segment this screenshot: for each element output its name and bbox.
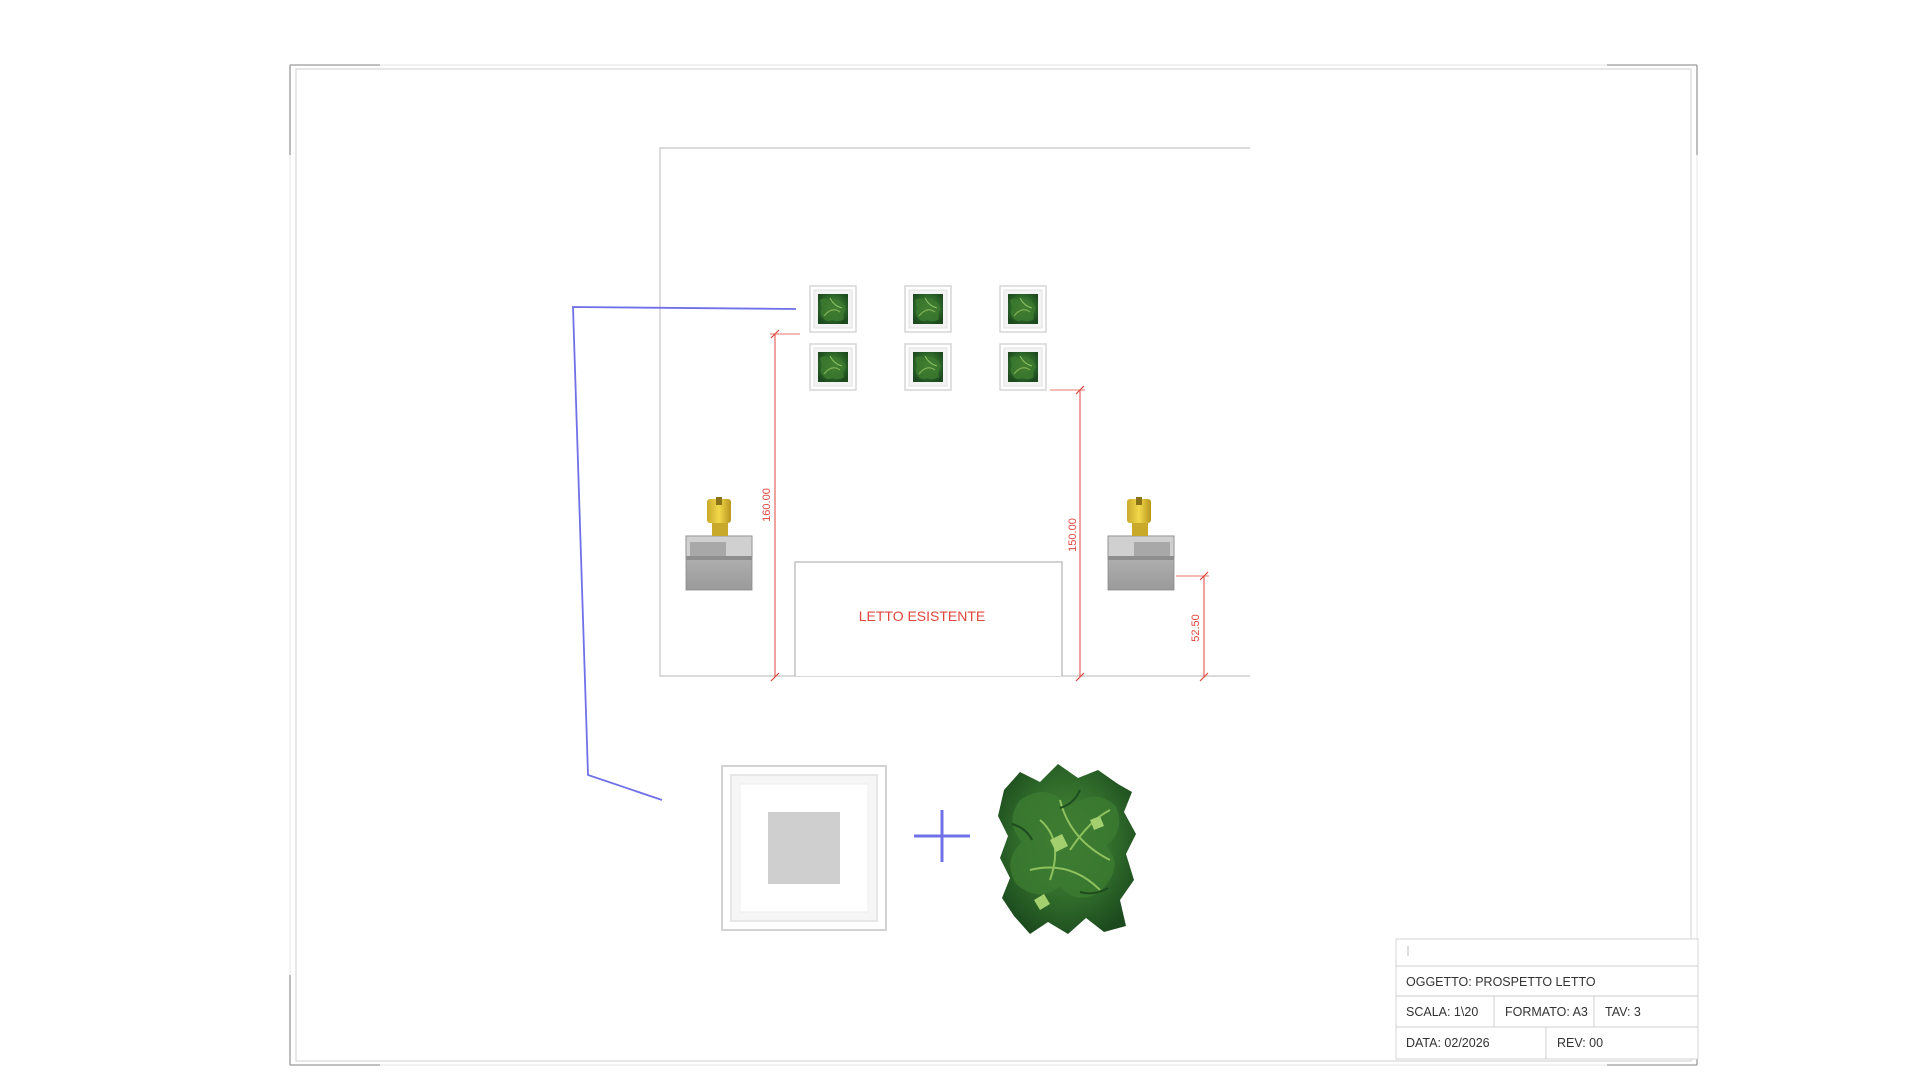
dimension-nightstand-height: 52.50 (1176, 571, 1209, 682)
wall-frame (904, 285, 952, 333)
wall-frame (809, 343, 857, 391)
dimension-wall-height: 160.00 (761, 329, 800, 682)
title-block-oggetto: OGGETTO: PROSPETTO LETTO (1406, 975, 1596, 989)
wall-frame (904, 343, 952, 391)
wall-frame (999, 285, 1047, 333)
dim-label-wall-height: 160.00 (761, 488, 773, 522)
bed: LETTO ESISTENTE (794, 561, 1063, 676)
leader-line (572, 306, 797, 801)
title-block-data: DATA: 02/2026 (1406, 1036, 1490, 1050)
title-block-formato: FORMATO: A3 (1505, 1005, 1588, 1019)
nightstand-left (685, 497, 753, 591)
bed-label: LETTO ESISTENTE (859, 608, 986, 624)
wall-frames-grid (809, 285, 1047, 391)
wall-frame (999, 343, 1047, 391)
nightstand-right (1107, 497, 1175, 591)
plant-panel-icon (998, 764, 1136, 934)
plus-icon (914, 810, 970, 862)
dimension-headboard-height: 150.00 (1050, 385, 1085, 682)
lamp-left-icon (707, 497, 731, 536)
dim-label-nightstand-height: 52.50 (1190, 614, 1202, 642)
dim-label-headboard-height: 150.00 (1067, 518, 1079, 552)
wall-frame (809, 285, 857, 333)
lamp-right-icon (1127, 497, 1151, 536)
detail-frame-icon (721, 765, 887, 931)
title-block-scala: SCALA: 1\20 (1406, 1005, 1478, 1019)
title-block-tav: TAV: 3 (1605, 1005, 1641, 1019)
title-block-rev: REV: 00 (1557, 1036, 1603, 1050)
title-block: OGGETTO: PROSPETTO LETTO SCALA: 1\20 FOR… (1395, 938, 1699, 1060)
